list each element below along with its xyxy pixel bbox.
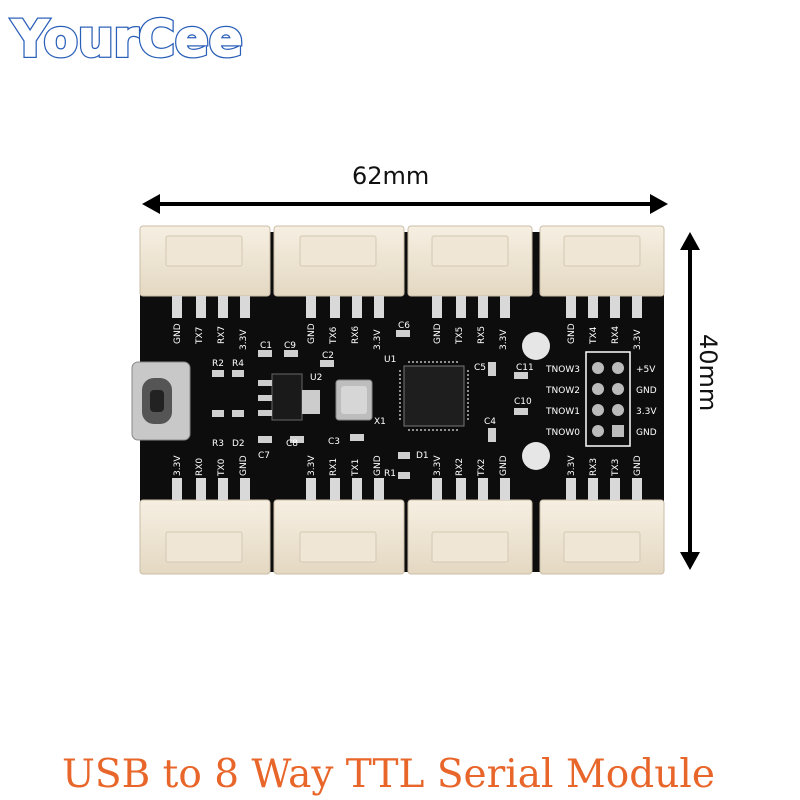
top-pin-labels: GND TX7 RX7 3.3V GND TX6 RX6 3.3V GND TX…	[173, 323, 643, 350]
svg-text:GND: GND	[433, 323, 443, 344]
connector-3	[539, 499, 665, 575]
svg-text:C3: C3	[328, 437, 340, 447]
board-body	[140, 232, 664, 572]
svg-text:3.3V: 3.3V	[373, 329, 383, 350]
svg-text:C6: C6	[398, 321, 410, 331]
svg-text:3.3V: 3.3V	[239, 329, 249, 350]
svg-text:3.3V: 3.3V	[307, 455, 317, 476]
svg-text:GND: GND	[633, 455, 643, 476]
svg-text:RX7: RX7	[217, 326, 227, 344]
height-arrow-top-head	[680, 232, 700, 250]
svg-text:RX2: RX2	[455, 458, 465, 476]
svg-text:GND: GND	[636, 428, 657, 438]
svg-text:GND: GND	[173, 323, 183, 344]
svg-text:U1: U1	[384, 355, 396, 365]
connector-2	[407, 499, 533, 575]
svg-text:C10: C10	[514, 397, 532, 407]
svg-text:TNOW3: TNOW3	[545, 365, 580, 375]
svg-text:GND: GND	[239, 455, 249, 476]
svg-text:GND: GND	[307, 323, 317, 344]
svg-text:3.3V: 3.3V	[567, 455, 577, 476]
svg-text:RX6: RX6	[351, 326, 361, 344]
width-arrow-left-head	[142, 194, 160, 214]
svg-text:GND: GND	[567, 323, 577, 344]
top-pins	[172, 296, 642, 318]
svg-text:3.3V: 3.3V	[173, 455, 183, 476]
svg-text:U2: U2	[310, 373, 322, 383]
svg-text:+5V: +5V	[636, 365, 656, 375]
svg-text:RX5: RX5	[477, 326, 487, 344]
width-arrow-right-head	[650, 194, 668, 214]
width-dimension-label: 62mm	[352, 162, 430, 190]
svg-text:R1: R1	[384, 469, 396, 479]
svg-text:TX6: TX6	[329, 326, 339, 345]
regulator-u2	[258, 373, 320, 421]
connector-6	[273, 225, 405, 297]
pin-header	[585, 351, 631, 447]
svg-text:C4: C4	[484, 417, 496, 427]
svg-text:TX4: TX4	[589, 326, 599, 345]
svg-text:3.3V: 3.3V	[433, 455, 443, 476]
main-chip-u1	[399, 361, 469, 431]
header-labels: TNOW3 TNOW2 TNOW1 TNOW0 +5V GND 3.3V GND	[545, 365, 657, 438]
svg-text:C9: C9	[284, 341, 296, 351]
svg-text:3.3V: 3.3V	[636, 407, 657, 417]
bottom-pin-labels: 3.3V RX0 TX0 GND 3.3V RX1 TX1 GND 3.3V R…	[173, 455, 643, 477]
svg-text:C11: C11	[516, 363, 534, 373]
svg-text:R3: R3	[212, 439, 224, 449]
svg-text:3.3V: 3.3V	[633, 329, 643, 350]
logo-text: YourCee	[11, 10, 243, 68]
svg-text:GND: GND	[499, 455, 509, 476]
svg-text:TNOW0: TNOW0	[545, 428, 580, 438]
bottom-pins	[172, 478, 642, 500]
component-refs: C1 C9 C2 C6 U1 R2 R4 U2 X1 C5 C11 C10 C4…	[212, 321, 534, 479]
height-arrow-bottom-head	[680, 552, 700, 570]
connector-4	[539, 225, 665, 297]
led-lens-bottom	[522, 442, 550, 470]
bottom-connectors	[139, 499, 665, 575]
svg-text:C5: C5	[474, 363, 486, 373]
svg-text:TX5: TX5	[455, 327, 465, 345]
connector-5	[407, 225, 533, 297]
svg-text:TX3: TX3	[611, 459, 621, 477]
svg-text:RX3: RX3	[589, 458, 599, 476]
svg-text:RX1: RX1	[329, 458, 339, 476]
svg-text:GND: GND	[636, 386, 657, 396]
smd-components	[212, 330, 528, 479]
svg-text:R4: R4	[232, 359, 244, 369]
svg-text:X1: X1	[374, 417, 386, 427]
svg-text:C2: C2	[322, 351, 334, 361]
svg-text:TNOW2: TNOW2	[545, 386, 580, 396]
svg-text:RX4: RX4	[611, 326, 621, 344]
connector-7	[139, 225, 271, 297]
svg-text:TX2: TX2	[477, 459, 487, 477]
svg-text:3.3V: 3.3V	[499, 329, 509, 350]
connector-0	[139, 499, 271, 575]
svg-text:GND: GND	[373, 455, 383, 476]
svg-text:TX7: TX7	[195, 327, 205, 345]
svg-text:D2: D2	[232, 439, 245, 449]
svg-text:R2: R2	[212, 359, 224, 369]
svg-text:TX1: TX1	[351, 459, 361, 477]
connector-1	[273, 499, 405, 575]
svg-text:RX0: RX0	[195, 458, 205, 476]
top-connectors	[139, 225, 665, 297]
silkscreen-labels: GND TX7 RX7 3.3V GND TX6 RX6 3.3V GND TX…	[173, 321, 657, 479]
svg-text:C1: C1	[260, 341, 272, 351]
svg-text:D1: D1	[416, 451, 429, 461]
usb-c-port	[131, 361, 191, 441]
svg-text:C8: C8	[286, 439, 298, 449]
svg-text:C7: C7	[258, 451, 270, 461]
brand-logo: YourCee YourCee	[9, 8, 245, 70]
product-caption: USB to 8 Way TTL Serial Module	[62, 752, 715, 797]
led-lens-top	[522, 332, 550, 360]
svg-text:TX0: TX0	[217, 458, 227, 477]
svg-text:YourCee: YourCee	[11, 10, 243, 68]
svg-text:TNOW1: TNOW1	[545, 407, 580, 417]
